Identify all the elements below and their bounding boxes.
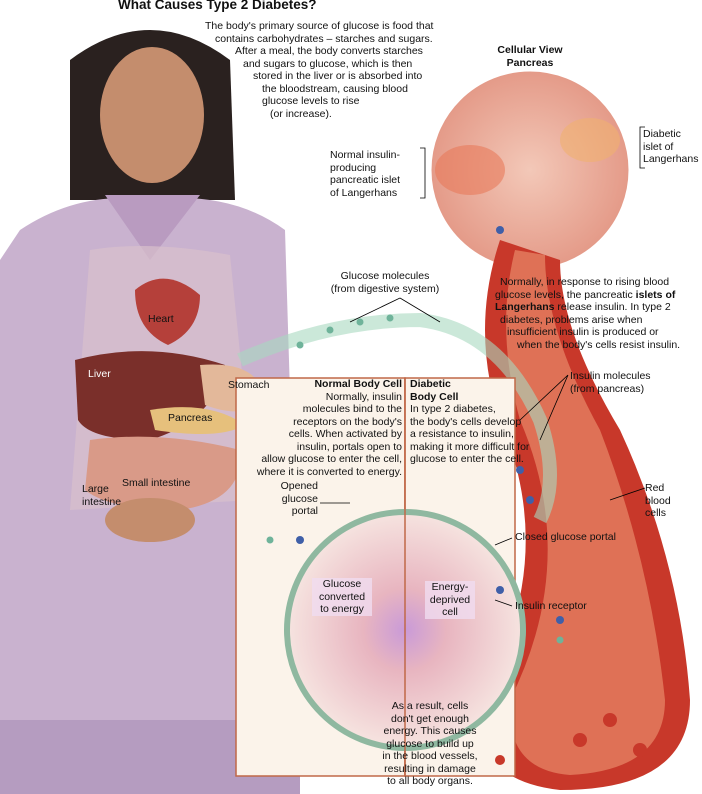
text-line: allow glucose to enter the cell, [261,453,402,465]
label-line: (from digestive system) [330,282,440,295]
text-line: a resistance to insulin, [410,428,514,440]
label-line: glucose [281,492,318,505]
emphasis: islets of [635,288,676,301]
text-line: in the blood vessels, [382,750,478,762]
text-line: Normally, in response to rising blood [500,276,670,288]
text-line: glucose levels, the pancreatic [495,288,636,301]
text-line: the body's cells develop [410,415,522,428]
text-line: insufficient insulin is produced or [507,326,659,338]
label-line: Energy- [431,581,469,593]
insulin-molecules-label: Insulin molecules(from pancreas) [570,370,651,395]
pancreas-shape [150,407,245,434]
langerhans-text: Normally, in response to rising blood gl… [495,276,680,351]
label-line: Glucose [322,578,362,590]
title-line: Pancreas [506,56,554,69]
diabetic-cell-title: Diabetic [410,378,451,390]
label-line: producing [330,161,377,174]
text-line: In type 2 diabetes, [410,403,496,415]
label-line: converted [318,590,366,603]
stomach-label: Stomach [228,379,270,391]
heart-shape [135,278,200,345]
intro-line: and sugars to glucose, which is then [243,57,413,70]
diabetic-cell-title: Body Cell [410,390,459,403]
text-line: when the body's cells resist insulin. [517,338,681,351]
text-line: diabetes, problems arise when [500,313,643,326]
intro-line: the bloodstream, causing blood [262,82,408,95]
intro-line: After a meal, the body converts starches [235,45,423,57]
label-line: cell [442,606,458,618]
label-line: intestine [82,495,122,508]
text-line: to all body organs. [387,775,473,787]
text-line: cells. When activated by [288,428,402,440]
label-line: Large [82,483,109,495]
intro-line: stored in the liver or is absorbed into [253,70,423,82]
glucose-molecules-label: Glucose molecules(from digestive system) [320,270,450,295]
label-line: Opened [280,480,318,492]
label-line: Insulin molecules [570,370,651,382]
closed-portal-label: Closed glucose portal [515,531,616,543]
text-line: where it is converted to energy. [256,465,402,478]
label-line: of Langerhans [330,186,398,199]
label-line: Red [645,482,665,494]
text-line: receptors on the body's [293,415,402,428]
text-line: energy. This causes [383,725,477,737]
intestine-shape [85,436,241,510]
label-line: Diabetic [643,128,681,140]
intro-line: (or increase). [270,107,332,120]
label-line: deprived [429,593,471,606]
label-line: Normal insulin- [330,149,401,161]
text-line: As a result, cells [391,700,469,712]
label-line: pancreatic islet [330,174,401,186]
label-line: (from pancreas) [570,382,645,395]
pancreas-label: Pancreas [168,412,213,424]
hands [105,498,195,542]
text-line: glucose to enter the cell. [410,453,524,465]
normal-cell-title: Normal Body Cell [314,378,402,390]
organs [75,278,265,542]
label-line: to energy [320,603,364,615]
page-title: What Causes Type 2 Diabetes? [118,0,317,12]
text-line: resulting in damage [384,762,476,775]
small-intestine-label: Small intestine [122,477,191,489]
emphasis: Langerhans [495,301,555,313]
text-line: glucose to build up [386,737,474,750]
text-line: insulin, portals open to [296,440,402,453]
intro-line: contains carbohydrates – starches and su… [215,32,433,45]
text-line: don't get enough [391,712,469,725]
label-line: islet of [643,140,674,153]
text-line: release insulin. In type 2 [554,301,671,313]
intro-line: The body's primary source of glucose is … [205,20,434,32]
label-line: portal [291,505,318,517]
insulin-receptor-label: Insulin receptor [515,600,587,612]
text-line: molecules bind to the [302,403,402,415]
label-line: Glucose molecules [340,270,430,282]
title-line: Cellular View [497,44,563,56]
text-line: Normally, insulin [325,390,402,403]
intro-line: glucose levels to rise [262,95,360,107]
label-line: cells [645,507,667,519]
heart-label: Heart [148,313,174,325]
text-line: making it more difficult for [410,440,530,453]
liver-label: Liver [88,368,111,380]
label-line: blood [645,494,671,507]
intro-text: The body's primary source of glucose is … [205,20,453,120]
label-line: Langerhans [643,153,699,165]
